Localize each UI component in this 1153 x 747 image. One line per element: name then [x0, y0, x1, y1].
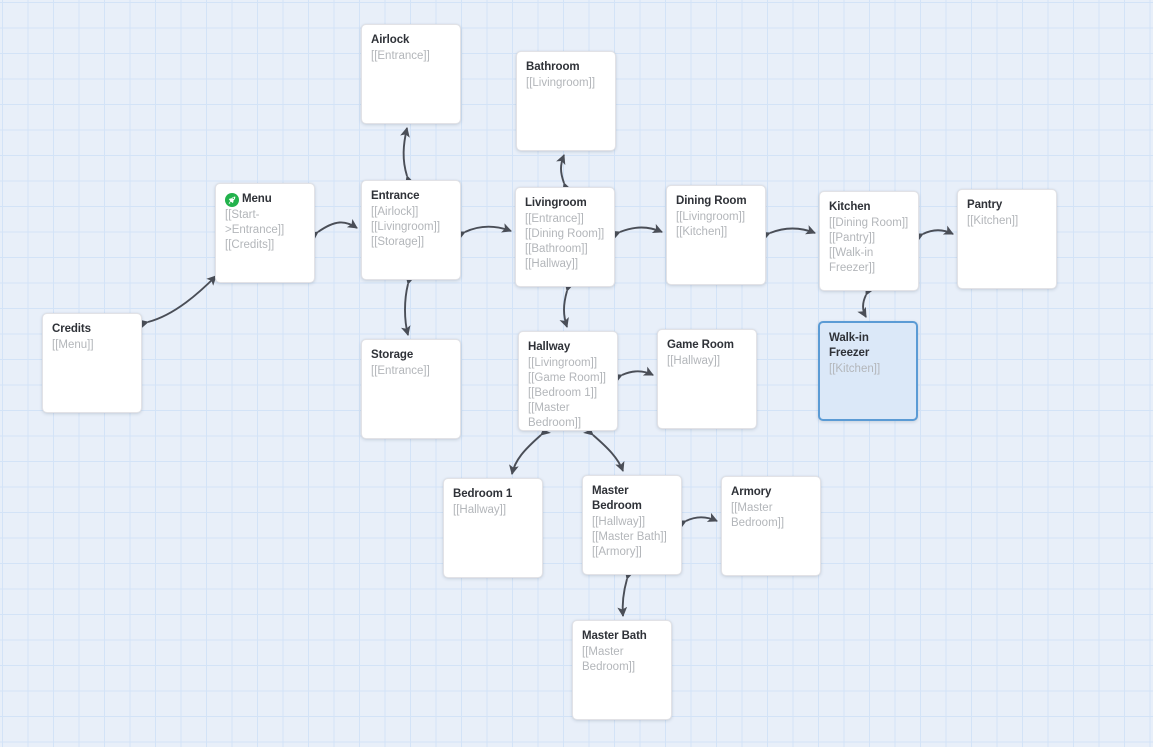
edge-hallway-masterbedroom[interactable] [583, 425, 625, 472]
node-walk-in-freezer[interactable]: Walk-in Freezer [[Kitchen]] [818, 321, 918, 421]
node-links: [[Livingroom]] [[Kitchen]] [676, 210, 757, 240]
node-link[interactable]: [[Master Bedroom]] [731, 502, 785, 529]
node-link[interactable]: [[Bathroom]] [525, 243, 588, 255]
node-links: [[Livingroom]] [526, 76, 607, 91]
edge-credits-menu[interactable] [138, 275, 217, 330]
edge-hallway-bedroom1[interactable] [509, 425, 551, 475]
node-link[interactable]: [[Livingroom]] [528, 357, 598, 369]
node-link[interactable]: [[Kitchen]] [967, 215, 1019, 227]
node-link[interactable]: [[Livingroom]] [371, 221, 441, 233]
node-title: Bathroom [526, 61, 580, 73]
node-title: Armory [731, 486, 772, 498]
edge-kitchen-freezer[interactable] [857, 284, 875, 318]
node-link[interactable]: [[Kitchen]] [676, 226, 728, 238]
node-hallway[interactable]: Hallway [[Livingroom]] [[Game Room]] [[Bedr… [518, 331, 618, 431]
node-title: Kitchen [829, 201, 871, 213]
node-links: [[Livingroom]] [[Game Room]] [[Bedroom 1]]… [528, 356, 609, 430]
node-livingroom[interactable]: Livingroom [[Entrance]] [[Dining Room]] [[B… [515, 187, 615, 287]
node-master-bedroom[interactable]: Master Bedroom [[Hallway]] [[Master Bath]]… [582, 475, 682, 575]
node-title: Hallway [528, 341, 571, 353]
node-link[interactable]: [[Dining Room]] [525, 228, 605, 240]
node-link[interactable]: [[Entrance]] [525, 213, 584, 225]
node-link[interactable]: [[Hallway]] [592, 516, 646, 528]
node-link[interactable]: [[Livingroom]] [676, 211, 746, 223]
node-kitchen[interactable]: Kitchen [[Dining Room]] [[Pantry]] [[Walk-i… [819, 191, 919, 291]
node-pantry[interactable]: Pantry [[Kitchen]] [957, 189, 1057, 289]
node-links: [[Menu]] [52, 338, 133, 353]
node-link[interactable]: [[Airlock]] [371, 206, 419, 218]
node-title: Walk-in Freezer [829, 332, 870, 359]
node-links: [[Kitchen]] [829, 362, 908, 377]
node-airlock[interactable]: Airlock [[Entrance]] [361, 24, 461, 124]
node-game-room[interactable]: Game Room [[Hallway]] [657, 329, 757, 429]
node-link[interactable]: [[Entrance]] [371, 365, 430, 377]
node-links: [[Airlock]] [[Livingroom]] [[Storage]] [371, 205, 452, 250]
node-links: [[Hallway]] [453, 503, 534, 518]
node-link[interactable]: [[Master Bedroom]] [528, 402, 582, 429]
node-link[interactable]: [[Bedroom 1]] [528, 387, 598, 399]
node-links: [[Master Bedroom]] [731, 501, 812, 531]
node-link[interactable]: [[Hallway]] [525, 258, 579, 270]
edge-diningroom-kitchen[interactable] [759, 225, 816, 241]
edge-menu-entrance[interactable] [307, 218, 358, 242]
node-title: Entrance [371, 190, 420, 202]
node-links: [[Dining Room]] [[Pantry]] [[Walk-in Freez… [829, 216, 910, 276]
node-title: Game Room [667, 339, 734, 351]
node-menu[interactable]: Menu [[Start->Entrance]] [[Credits]] [215, 183, 315, 283]
node-link[interactable]: [[Hallway]] [667, 355, 721, 367]
node-links: [[Entrance]] [[Dining Room]] [[Bathroom]] [… [525, 212, 606, 272]
node-title: Dining Room [676, 195, 747, 207]
node-title: Bedroom 1 [453, 488, 513, 500]
edge-livingroom-hallway[interactable] [559, 281, 575, 328]
edge-livingroom-bathroom[interactable] [556, 154, 572, 194]
node-link[interactable]: [[Storage]] [371, 236, 425, 248]
edge-entrance-storage[interactable] [400, 274, 415, 336]
node-links: [[Master Bedroom]] [582, 645, 663, 675]
edge-entrance-livingroom[interactable] [454, 223, 512, 241]
node-title: Livingroom [525, 197, 587, 209]
node-links: [[Hallway]] [[Master Bath]] [[Armory]] [592, 515, 673, 560]
node-link[interactable]: [[Kitchen]] [829, 363, 881, 375]
edge-hallway-gameroom[interactable] [611, 366, 654, 384]
node-link[interactable]: [[Credits]] [225, 239, 275, 251]
node-entrance[interactable]: Entrance [[Airlock]] [[Livingroom]] [[Stora… [361, 180, 461, 280]
node-links: [[Entrance]] [371, 364, 452, 379]
node-bedroom-1[interactable]: Bedroom 1 [[Hallway]] [443, 478, 543, 578]
node-link[interactable]: [[Game Room]] [528, 372, 606, 384]
node-link[interactable]: [[Hallway]] [453, 504, 507, 516]
node-title: Pantry [967, 199, 1003, 211]
node-links: [[Kitchen]] [967, 214, 1048, 229]
node-storage[interactable]: Storage [[Entrance]] [361, 339, 461, 439]
node-dining-room[interactable]: Dining Room [[Livingroom]] [[Kitchen]] [666, 185, 766, 285]
node-link[interactable]: [[Armory]] [592, 546, 642, 558]
node-master-bath[interactable]: Master Bath [[Master Bedroom]] [572, 620, 672, 720]
node-title: Credits [52, 323, 91, 335]
edge-entrance-airlock[interactable] [400, 127, 415, 186]
edge-masterbedroom-masterbath[interactable] [617, 569, 635, 617]
node-title: Airlock [371, 34, 410, 46]
start-rocket-icon [225, 193, 239, 207]
node-link[interactable]: [[Start->Entrance]] [225, 209, 285, 236]
node-link[interactable]: [[Master Bath]] [592, 531, 667, 543]
node-bathroom[interactable]: Bathroom [[Livingroom]] [516, 51, 616, 151]
node-link[interactable]: [[Walk-in Freezer]] [829, 247, 876, 274]
node-link[interactable]: [[Entrance]] [371, 50, 430, 62]
node-title: Master Bath [582, 630, 647, 642]
node-title: Master Bedroom [592, 485, 642, 512]
node-link[interactable]: [[Dining Room]] [829, 217, 909, 229]
node-links: [[Start->Entrance]] [[Credits]] [225, 208, 306, 253]
node-link[interactable]: [[Master Bedroom]] [582, 646, 636, 673]
edge-livingroom-diningroom[interactable] [609, 223, 663, 240]
node-title: Menu [242, 193, 272, 205]
node-title: Storage [371, 349, 414, 361]
edge-masterbedroom-armory[interactable] [675, 512, 718, 530]
node-links: [[Entrance]] [371, 49, 452, 64]
node-link[interactable]: [[Livingroom]] [526, 77, 596, 89]
node-links: [[Hallway]] [667, 354, 748, 369]
node-link[interactable]: [[Menu]] [52, 339, 94, 351]
node-credits[interactable]: Credits [[Menu]] [42, 313, 142, 413]
node-link[interactable]: [[Pantry]] [829, 232, 876, 244]
node-armory[interactable]: Armory [[Master Bedroom]] [721, 476, 821, 576]
edge-kitchen-pantry[interactable] [912, 225, 954, 243]
